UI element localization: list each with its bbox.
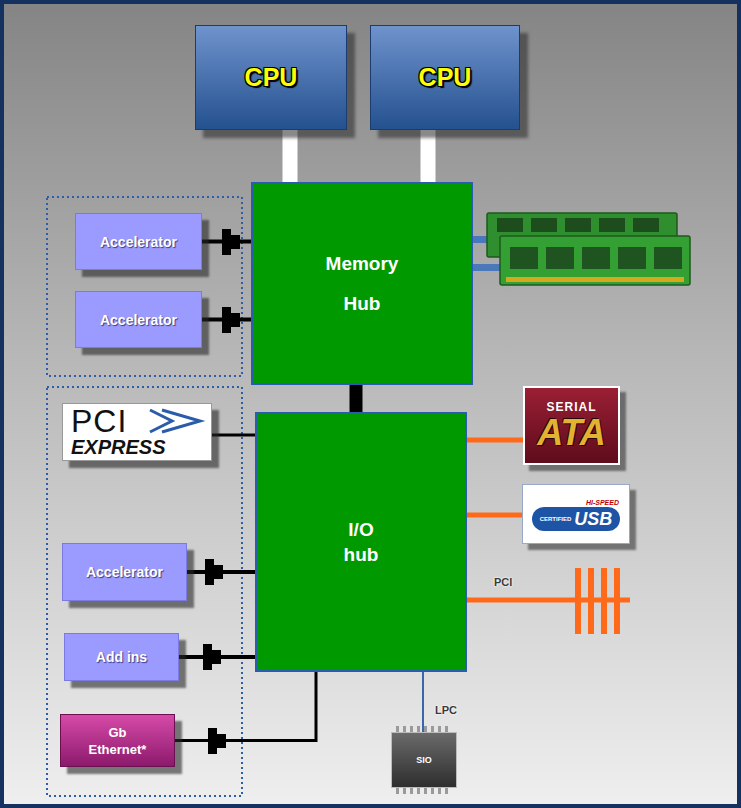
sata-logo: SERIALATA (523, 386, 620, 465)
bus-line (202, 240, 251, 244)
box-label: Accelerator (100, 312, 177, 328)
bus-name: LPC (435, 704, 457, 716)
box-label: Accelerator (100, 234, 177, 250)
usb-badge: CERTIFIEDUSB (532, 507, 621, 531)
bus-line (467, 513, 522, 518)
accelerator-box: Accelerator (75, 291, 202, 348)
pci-bus (467, 568, 630, 634)
pcie-logo: PCIEXPRESS (62, 403, 212, 461)
group-outline (47, 197, 242, 376)
bus-line (422, 672, 424, 732)
bus-line (202, 318, 251, 322)
ethernet-box: Gb Ethernet* (60, 714, 175, 767)
bus-name: PCI (494, 576, 512, 588)
hub-label: Memory Hub (321, 244, 403, 324)
bus-line (212, 434, 255, 437)
logo-text: EXPRESS (71, 436, 165, 458)
cpu-label: CPU (245, 63, 298, 92)
chip-pins (396, 726, 448, 794)
logo-text: USB (574, 508, 612, 530)
addin-box: Add ins (64, 633, 179, 681)
logo-text: ATA (537, 414, 606, 452)
usb-logo: HI-SPEEDCERTIFIEDUSB (522, 484, 630, 544)
bus-line (175, 672, 316, 741)
cpu-box: CPU (370, 25, 520, 130)
bus-line (187, 570, 255, 574)
cpu-box: CPU (195, 25, 347, 130)
bus-line (350, 385, 363, 412)
box-label: Accelerator (86, 564, 163, 580)
box-label: Gb Ethernet* (84, 724, 152, 758)
slot-connector (203, 229, 240, 754)
box-label: Add ins (96, 649, 147, 665)
pcie-chevron (150, 410, 200, 432)
logo-text: HI-SPEED (586, 498, 619, 507)
logo-text: CERTIFIED (540, 516, 572, 522)
bus-line (421, 130, 436, 182)
chip-label: SIO (416, 755, 432, 765)
group-outline (47, 387, 242, 796)
bus-line (467, 438, 523, 443)
bus-line (179, 655, 255, 659)
memory-modules (473, 213, 690, 285)
logo-text: SERIAL (546, 400, 596, 414)
hub-box: Memory Hub (251, 182, 473, 385)
hub-label: I/O hub (337, 517, 385, 567)
accelerator-box: Accelerator (75, 213, 202, 270)
logo-text: PCI (71, 406, 127, 436)
chip-box: SIO (391, 732, 457, 788)
bus-line (283, 130, 298, 182)
accelerator-box: Accelerator (62, 543, 187, 601)
hub-box: I/O hub (255, 412, 467, 672)
cpu-label: CPU (419, 63, 472, 92)
